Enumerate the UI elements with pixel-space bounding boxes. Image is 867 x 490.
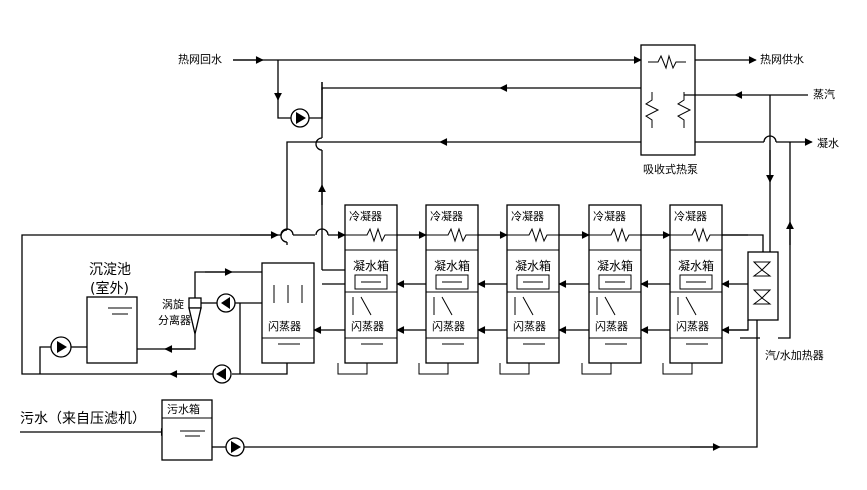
cyclone-label-1: 涡旋 [162, 297, 184, 311]
heat-pump-label: 吸收式热泵 [643, 162, 698, 176]
first-flash-label: 闪蒸器 [268, 319, 301, 333]
heat-pump-return-line [315, 84, 641, 271]
steam-line: 蒸汽 [684, 87, 835, 252]
settling-pond-label-1: 沉淀池 [89, 262, 131, 278]
steam-water-heater: 汽/水加热器 [720, 234, 824, 448]
condenser-label: 冷凝器 [511, 209, 544, 223]
flash-label: 闪蒸器 [513, 319, 546, 333]
condensate-line: 凝水 [280, 135, 839, 339]
sewage-in-label: 污水（来自压滤机） [20, 411, 146, 427]
hot-supply-label: 热网供水 [760, 52, 804, 66]
cyclone-label-2: 分离器 [158, 313, 191, 327]
settling-pond: 沉淀池 (室外) [86, 262, 138, 364]
hot-return-label: 热网回水 [178, 53, 222, 66]
evaporator-units: 冷凝器凝水箱闪蒸器冷凝器凝水箱闪蒸器冷凝器凝水箱闪蒸器冷凝器凝水箱闪蒸器冷凝器凝… [313, 204, 748, 375]
recirculation-line [21, 228, 346, 375]
water-tank-label: 凝水箱 [353, 258, 389, 273]
first-flash-evaporator: 闪蒸器 [261, 262, 315, 364]
absorption-heat-pump: 吸收式热泵 [640, 44, 698, 176]
condenser-label: 冷凝器 [593, 209, 626, 223]
cyclone-separator: 涡旋 分离器 [137, 268, 262, 353]
water-tank-label: 凝水箱 [597, 258, 633, 273]
water-tank-label: 凝水箱 [678, 258, 714, 273]
condensate-label: 凝水 [817, 136, 839, 150]
steam-label: 蒸汽 [813, 87, 835, 101]
sewage-tank-label: 污水箱 [167, 402, 200, 416]
water-tank-label: 凝水箱 [515, 258, 551, 273]
flash-label: 闪蒸器 [595, 319, 628, 333]
water-tank-label: 凝水箱 [434, 258, 470, 273]
flash-label: 闪蒸器 [432, 319, 465, 333]
heater-label: 汽/水加热器 [765, 348, 824, 362]
flash-label: 闪蒸器 [351, 319, 384, 333]
sewage-tank: 污水（来自压滤机） 污水箱 [20, 399, 721, 461]
settling-pond-label-2: (室外) [90, 280, 129, 297]
flash-label: 闪蒸器 [676, 319, 709, 333]
pond-pump [39, 336, 87, 374]
condenser-label: 冷凝器 [674, 209, 707, 223]
hot-water-network: 热网回水 热网供水 [178, 52, 804, 128]
condenser-label: 冷凝器 [430, 209, 463, 223]
condenser-label: 冷凝器 [349, 209, 382, 223]
